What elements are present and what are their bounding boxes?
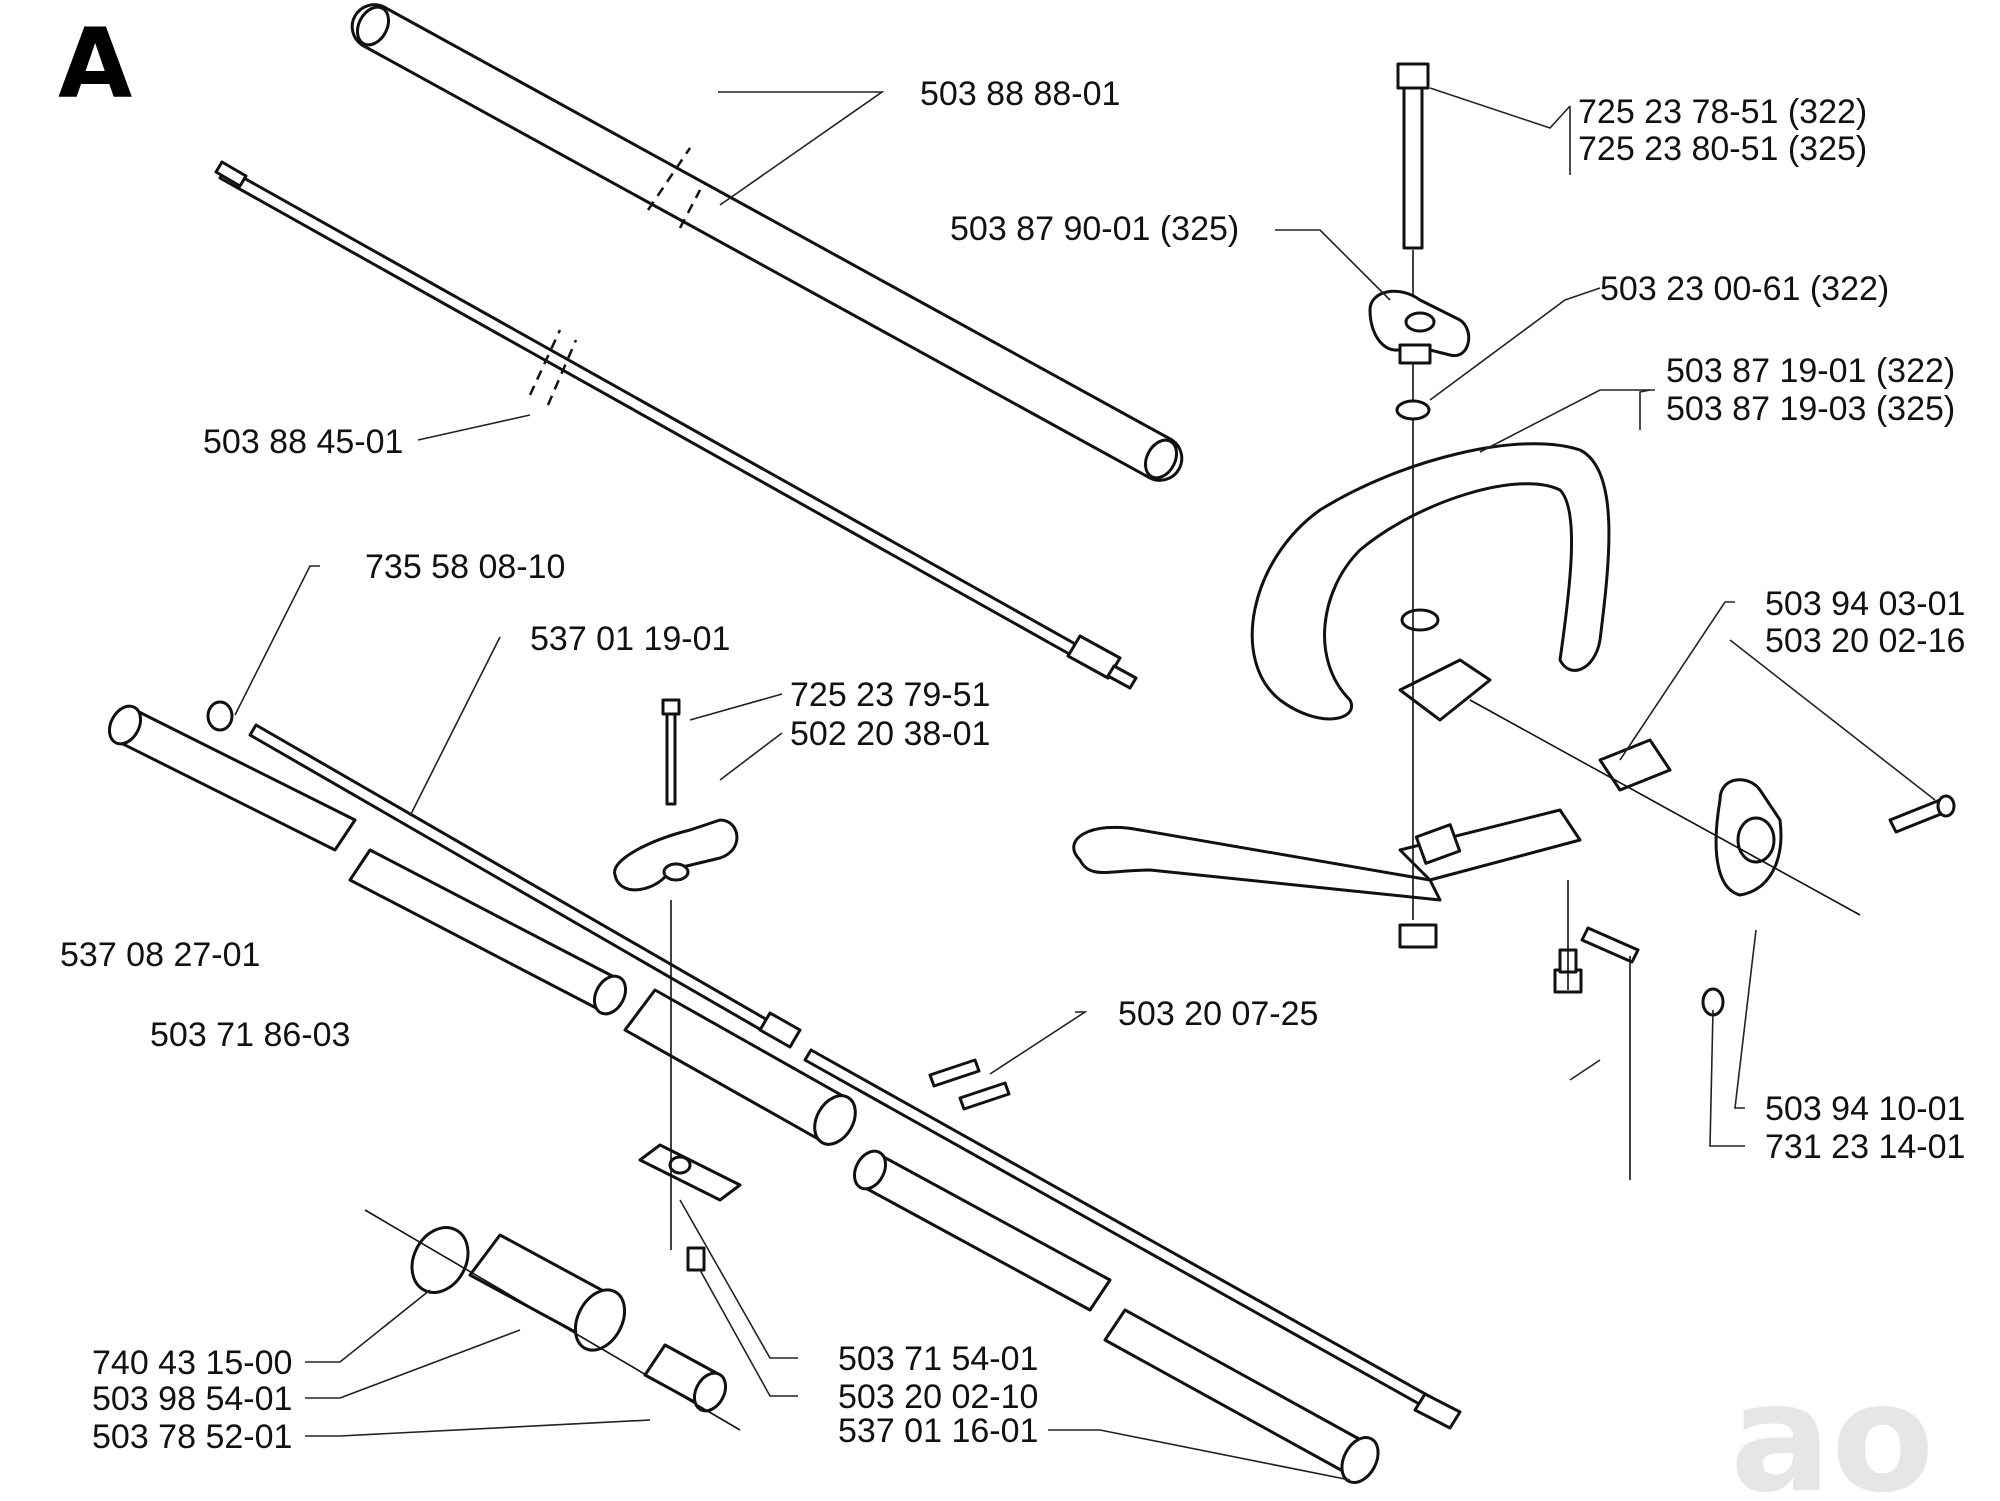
label-735-58-08-10: 735 58 08-10 xyxy=(365,548,565,586)
label-725-23-78-51: 725 23 78-51 (322) xyxy=(1578,93,1867,131)
label-725-23-79-51: 725 23 79-51 xyxy=(790,676,990,714)
label-503-20-02-10: 503 20 02-10 xyxy=(838,1378,1038,1416)
oring-filter-nut xyxy=(364,1209,741,1431)
label-537-01-19-01: 537 01 19-01 xyxy=(530,620,730,658)
label-503-78-52-01: 503 78 52-01 xyxy=(92,1418,292,1456)
label-503-23-00-61: 503 23 00-61 (322) xyxy=(1600,270,1889,308)
section-letter: A xyxy=(58,8,132,120)
lower-tube-right xyxy=(852,1149,1380,1484)
part-labels: 503 88 88-01 725 23 78-51 (322) 725 23 8… xyxy=(60,75,1965,1456)
inner-drive-shaft xyxy=(248,723,802,1049)
label-503-88-45-01: 503 88 45-01 xyxy=(203,423,403,461)
screws-middle xyxy=(928,1058,1011,1111)
output-shaft xyxy=(803,1048,1462,1430)
long-bolt xyxy=(1396,62,1430,920)
label-731-23-14-01: 731 23 14-01 xyxy=(1765,1128,1965,1166)
label-502-20-38-01: 502 20 38-01 xyxy=(790,715,990,753)
label-503-87-90-01: 503 87 90-01 (325) xyxy=(950,210,1239,248)
label-503-71-54-01: 503 71 54-01 xyxy=(838,1340,1038,1378)
watermark-logo: ao xyxy=(1730,1352,1934,1501)
upper-shaft-tube xyxy=(350,3,1184,482)
drive-shaft xyxy=(214,160,1138,690)
label-503-20-07-25: 503 20 07-25 xyxy=(1118,995,1318,1033)
wing-knob xyxy=(1368,289,1471,365)
loop-handle-assembly xyxy=(1072,442,1611,949)
label-503-71-86-03: 503 71 86-03 xyxy=(150,1016,350,1054)
clamp-bracket xyxy=(1469,699,1956,1017)
label-537-08-27-01: 537 08 27-01 xyxy=(60,936,260,974)
leader-lines xyxy=(234,87,1936,1481)
label-503-87-19-01: 503 87 19-01 (322) xyxy=(1666,352,1955,390)
washer xyxy=(1395,399,1431,421)
coupling-tube xyxy=(623,988,857,1202)
label-725-23-80-51: 725 23 80-51 (325) xyxy=(1578,130,1867,168)
label-503-87-19-03: 503 87 19-03 (325) xyxy=(1666,390,1955,428)
label-503-94-03-01: 503 94 03-01 xyxy=(1765,585,1965,623)
label-503-20-02-16: 503 20 02-16 xyxy=(1765,622,1965,660)
label-503-88-88-01: 503 88 88-01 xyxy=(920,75,1120,113)
small-washer xyxy=(206,700,234,732)
lower-tube-left xyxy=(107,704,628,1016)
screws-handle xyxy=(1553,880,1640,1180)
label-537-01-16-01: 537 01 16-01 xyxy=(838,1412,1038,1450)
label-503-98-54-01: 503 98 54-01 xyxy=(92,1380,292,1418)
clamp-bolt-knob xyxy=(613,698,739,1272)
label-740-43-15-00: 740 43 15-00 xyxy=(92,1344,292,1382)
label-503-94-10-01: 503 94 10-01 xyxy=(1765,1090,1965,1128)
